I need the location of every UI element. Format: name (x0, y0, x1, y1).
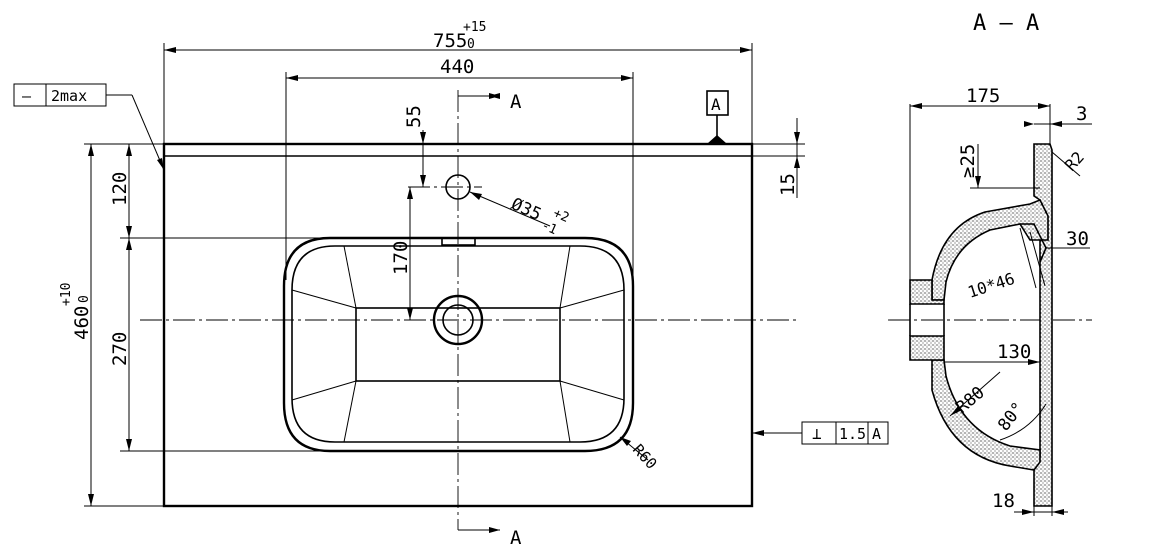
drain-collar-bottom (909, 335, 945, 361)
tap-hole-callout: Ø35 +2 -1 (469, 191, 571, 238)
flatness-value: 2max (51, 87, 87, 105)
dim-basin-440: 440 (285, 56, 634, 280)
depth-tol-lower: 0 (77, 295, 92, 303)
corner-radius-text: R60 (629, 441, 661, 473)
width-tol-lower: 0 (467, 37, 475, 52)
bottom-dim-text: 18 (992, 490, 1015, 512)
angle-callout: 80° (994, 399, 1047, 441)
dim-175: 175 (909, 85, 1051, 280)
dim-3: 3 (1024, 103, 1092, 127)
basin-rim-inner (291, 245, 625, 443)
datum-a-symbol: A (706, 90, 729, 143)
perpendicularity-value: 1.5 (839, 425, 866, 443)
overflow-30-text: 30 (1066, 228, 1089, 250)
dim-130: 130 (944, 341, 1040, 365)
angle-dim-text: 80° (994, 399, 1029, 436)
rim-offset-text: 55 (403, 105, 425, 128)
plan-view: A A A 755 +15 0 (13, 20, 889, 549)
dim-18: 18 (992, 490, 1068, 516)
width-dim-text: 755 (433, 30, 467, 52)
edge-radius-text: R2 (1061, 148, 1088, 175)
dim-30: 30 (1046, 228, 1090, 250)
section-mark-label-top: A (510, 91, 522, 113)
wall-dim-text: 3 (1076, 103, 1087, 125)
basin-depth-text: 270 (109, 332, 131, 366)
section-mark-top: A (458, 91, 522, 113)
dim-min-25: ≥25 (957, 144, 1040, 189)
corner-radius-callout: R60 (619, 436, 661, 473)
perpendicularity-symbol: ⊥ (812, 424, 822, 443)
edge-radius-callout: R2 (1051, 148, 1088, 177)
basin-outer (282, 236, 635, 453)
dim-depth-460: 460 +10 0 (59, 143, 164, 507)
bowl-radius-callout: R80 (949, 371, 1001, 418)
dim-width-755: 755 +15 0 (163, 20, 753, 144)
hole-offset-text: 120 (109, 172, 131, 206)
width-tol-upper: +15 (463, 20, 486, 35)
datum-label: A (711, 95, 721, 114)
flatness-tolerance: — 2max (13, 83, 165, 171)
section-mark-bottom: A (458, 527, 522, 549)
bowl-upper-wall (931, 198, 1049, 301)
dim-left-stack: 120 270 (109, 143, 330, 452)
slot-dim-text: 10*46 (965, 269, 1017, 302)
flatness-symbol: — (22, 87, 32, 105)
overflow-slot (441, 237, 476, 246)
basin-facets (291, 245, 625, 443)
rim-thickness-text: 15 (777, 173, 799, 196)
tap-hole-dim-text: Ø35 (508, 194, 544, 225)
center-dim-text: 130 (997, 341, 1031, 363)
depth-tol-upper: +10 (59, 283, 74, 306)
datum-ref: A (872, 425, 881, 443)
section-mark-label-bottom: A (510, 527, 522, 549)
section-title: A — A (973, 11, 1039, 36)
tap-hole-tol-upper: +2 (551, 206, 571, 226)
overflow-channel (1020, 223, 1047, 263)
section-view: A — A 175 3 (888, 11, 1092, 516)
min-dim-text: ≥25 (957, 144, 979, 178)
basin-width-text: 440 (440, 56, 474, 78)
dim-overflow-170: 170 (390, 187, 413, 320)
section-depth-text: 175 (966, 85, 1000, 107)
dim-rim-55: 55 (403, 105, 426, 187)
depth-dim-text: 460 (71, 306, 93, 340)
perpendicularity-tolerance: ⊥ 1.5 A (752, 421, 889, 445)
overflow-dim-text: 170 (390, 241, 412, 275)
dim-rim-15: 15 (752, 118, 805, 198)
tap-hole-tol-lower: -1 (539, 218, 559, 238)
